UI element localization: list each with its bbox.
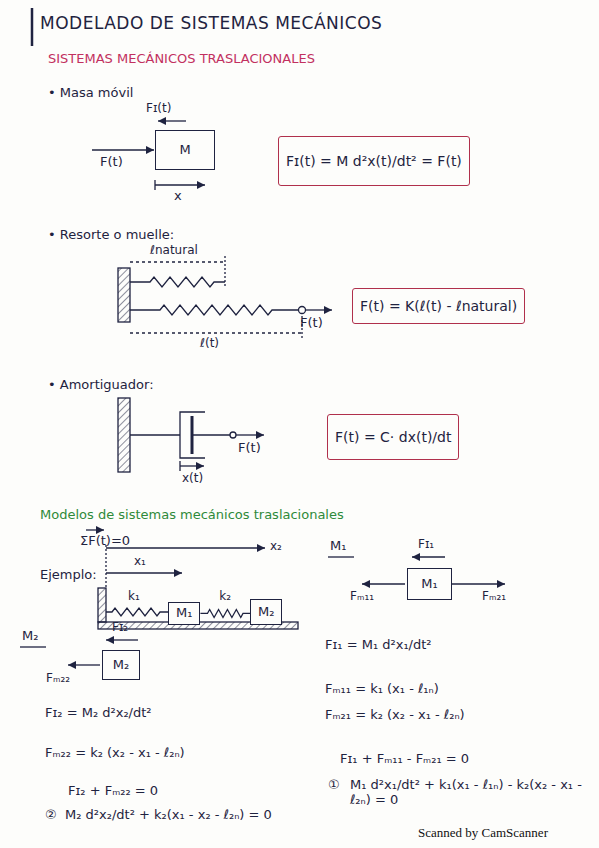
node-text: M₂ [113,658,129,673]
mass-box: M [155,130,215,170]
note: Ejemplo: [40,568,97,583]
rod-end [230,432,236,438]
inertia-arrow [412,556,445,557]
node-text: M₁ [421,577,437,592]
equation-box: F(t) = K(ℓ(t) - ℓnatural) [352,288,525,324]
page-title: MODELADO DE SISTEMAS MECÁNICOS [40,14,382,34]
force-label: Fɪ₁ [418,538,434,552]
node-text: F(t) = C· dx(t)/dt [335,429,451,445]
spring-label: k₁ [128,590,140,604]
spring-force-arrow [68,664,100,665]
force-arrow [306,309,332,310]
title-bar [31,8,34,46]
dimension-label: ℓ(t) [200,337,219,351]
displacement-arrow [155,184,205,185]
force-label: Fɪ(t) [146,102,171,116]
equation: Fɪ₁ + Fₘ₁₁ - Fₘ₂₁ = 0 [340,752,469,767]
dimension-tick [224,256,225,288]
dimension-label: x₂ [270,540,282,554]
node-text: Fɪ(t) = M d²x(t)/dt² = F(t) [286,153,462,169]
wall [118,268,130,322]
dimension-label: ℓnatural [150,244,198,258]
length-line [130,332,302,333]
equation: Fₘ₂₁ = k₂ (x₂ - x₁ - ℓ₂ₙ) [325,708,465,723]
subheading: M₁ [330,539,346,554]
wall [98,588,106,622]
equation: M₂ d²x₂/dt² + k₂(x₁ - x₂ - ℓ₂ₙ) = 0 [65,808,272,823]
inertia-arrow [158,120,186,121]
bullet-heading: • Resorte o muelle: [48,228,174,243]
force-label: Fɪ₂ [112,621,128,635]
force-label: Fₘ₁₁ [350,590,374,604]
force-label: Fₘ₂₂ [46,672,70,686]
force-label: F(t) [100,155,123,170]
wall [118,398,130,472]
spring-symbol [106,608,168,616]
spring-label: k₂ [217,590,233,604]
spring-end [299,307,306,314]
spring-symbol [130,277,225,287]
dimension-arrow [106,572,182,573]
axis-label: x [174,189,182,204]
force-arrow [236,434,264,435]
node-text: M₁ [176,606,192,621]
equation-box: Fɪ(t) = M d²x(t)/dt² = F(t) [278,136,470,186]
axis-label: x(t) [182,472,203,486]
callout-number: ② [45,808,57,823]
vector-arrow [86,529,104,530]
force-arrow [92,149,154,150]
equation: M₁ d²x₁/dt² + k₁(x₁ - ℓ₁ₙ) - k₂(x₂ - x₁ … [350,778,590,808]
watermark: Scanned by CamScanner [418,826,548,841]
equation: Fɪ₂ = M₂ d²x₂/dt² [45,706,152,721]
bullet-heading: • Amortiguador: [48,378,154,393]
equation: Fₘ₂₂ = k₂ (x₂ - x₁ - ℓ₂ₙ) [45,746,185,761]
equation: ΣF(t)=0 [80,534,130,549]
equation: Fɪ₂ + Fₘ₂₂ = 0 [68,784,158,799]
equation-box: F(t) = C· dx(t)/dt [327,414,459,460]
force-label: F(t) [238,441,261,456]
spring-symbol [130,305,298,315]
spring-force-arrow [362,583,405,584]
section-heading: SISTEMAS MECÁNICOS TRASLACIONALES [48,52,315,67]
mass-box: M₁ [407,568,452,600]
equation: Fɪ₁ = M₁ d²x₁/dt² [325,638,432,653]
mass-box: M₂ [102,650,140,680]
node-text: M₂ [258,605,274,620]
bullet-heading: • Masa móvil [48,86,133,101]
equation: Fₘ₁₁ = k₁ (x₁ - ℓ₁ₙ) [325,682,439,697]
dimension-tick [105,545,106,588]
node-text: M [179,143,190,158]
mass-box: M₂ [250,599,282,625]
spring-force-arrow [452,583,505,584]
mass-box: M₁ [168,602,200,625]
force-label: Fₘ₂₁ [482,590,506,604]
section-heading: Modelos de sistemas mecánicos traslacion… [40,508,344,523]
dimension-label: x₁ [134,555,146,569]
force-label: F(t) [300,316,323,331]
header-underline [328,556,354,557]
subheading: M₂ [22,629,38,644]
piston-rod [192,434,230,435]
displacement-arrow [180,465,204,466]
node-text: F(t) = K(ℓ(t) - ℓnatural) [360,298,517,314]
header-underline [20,646,46,647]
spring-connector [200,609,250,617]
damper-rod [130,434,180,435]
callout-number: ① [328,778,340,793]
natural-length-line [130,261,225,262]
inertia-arrow [106,639,138,640]
